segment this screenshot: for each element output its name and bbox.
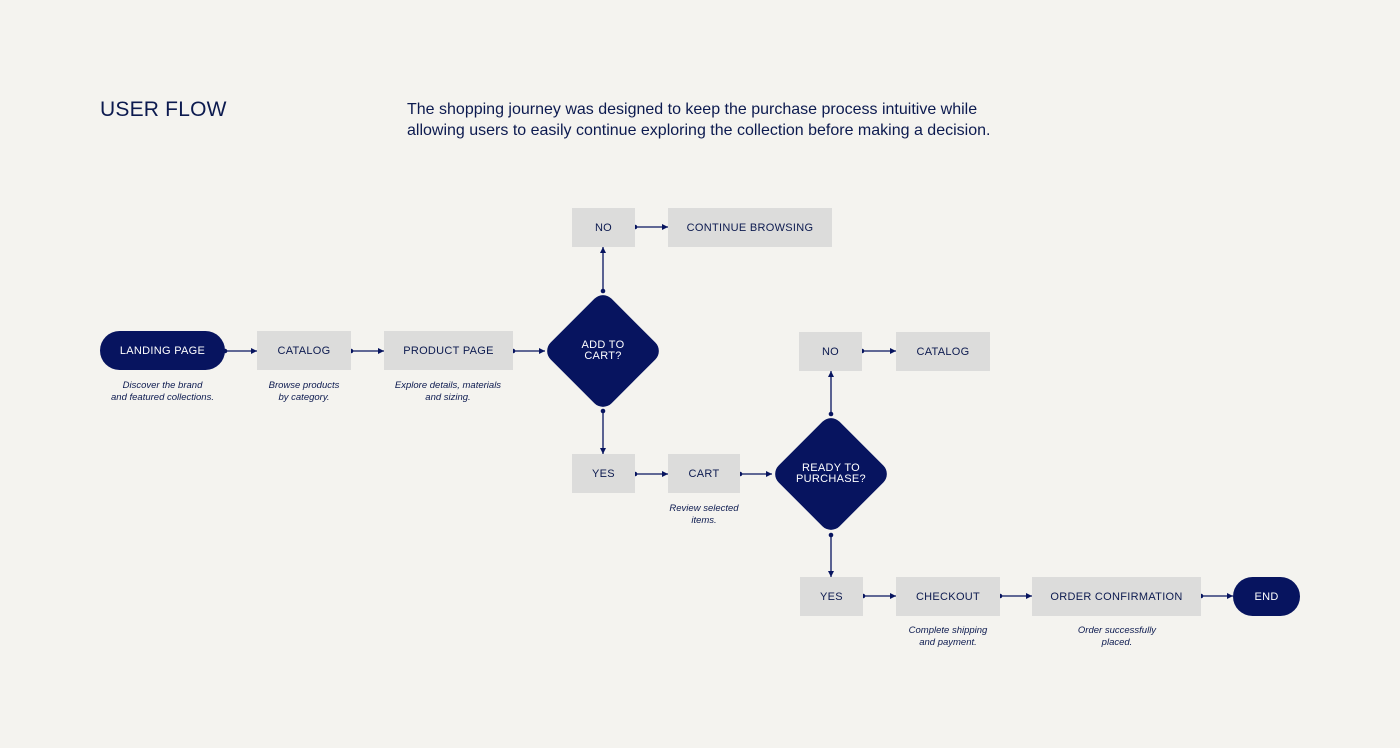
no2-to-catalog-arrow (859, 348, 896, 354)
landing-page-node: LANDING PAGE (100, 331, 225, 370)
decision-to-no-arrow (600, 247, 606, 294)
no-to-continue-arrow (632, 224, 668, 230)
order-to-end-arrow (1198, 593, 1233, 599)
order-confirmation-note: Order successfully placed. (1077, 625, 1157, 648)
checkout-note: Complete shipping and payment. (908, 625, 988, 648)
decision-to-yes-arrow (600, 408, 606, 454)
landing-to-catalog-arrow (222, 348, 257, 354)
decision2-to-yes-arrow (828, 532, 834, 577)
checkout-to-order-arrow (997, 593, 1032, 599)
page-title: USER FLOW (100, 98, 227, 121)
catalog-to-product-arrow (348, 348, 384, 354)
no-add-node: NO (572, 208, 635, 247)
decision2-to-no-arrow (828, 371, 834, 417)
product-page-node: PRODUCT PAGE (384, 331, 513, 370)
yes-add-node: YES (572, 454, 635, 493)
end-node: END (1233, 577, 1300, 616)
product-page-note: Explore details, materials and sizing. (394, 380, 502, 403)
no-ready-node: NO (799, 332, 862, 371)
cart-to-decision2-arrow (737, 471, 772, 477)
yes-to-cart-arrow (632, 471, 668, 477)
order-confirmation-node: ORDER CONFIRMATION (1032, 577, 1201, 616)
yes2-to-checkout-arrow (860, 593, 896, 599)
catalog-node: CATALOG (257, 331, 351, 370)
yes-ready-node: YES (800, 577, 863, 616)
cart-node: CART (668, 454, 740, 493)
catalog-note: Browse products by category. (268, 380, 340, 403)
intro-paragraph: The shopping journey was designed to kee… (407, 101, 991, 139)
cart-note: Review selected items. (669, 503, 739, 526)
landing-page-note: Discover the brand and featured collecti… (111, 380, 214, 403)
checkout-node: CHECKOUT (896, 577, 1000, 616)
continue-browsing-node: CONTINUE BROWSING (668, 208, 832, 247)
product-to-decision-arrow (510, 348, 545, 354)
add-to-cart-label: ADD TO CART? (581, 339, 625, 362)
ready-to-purchase-label: READY TO PURCHASE? (796, 462, 866, 485)
catalog-return-node: CATALOG (896, 332, 990, 371)
